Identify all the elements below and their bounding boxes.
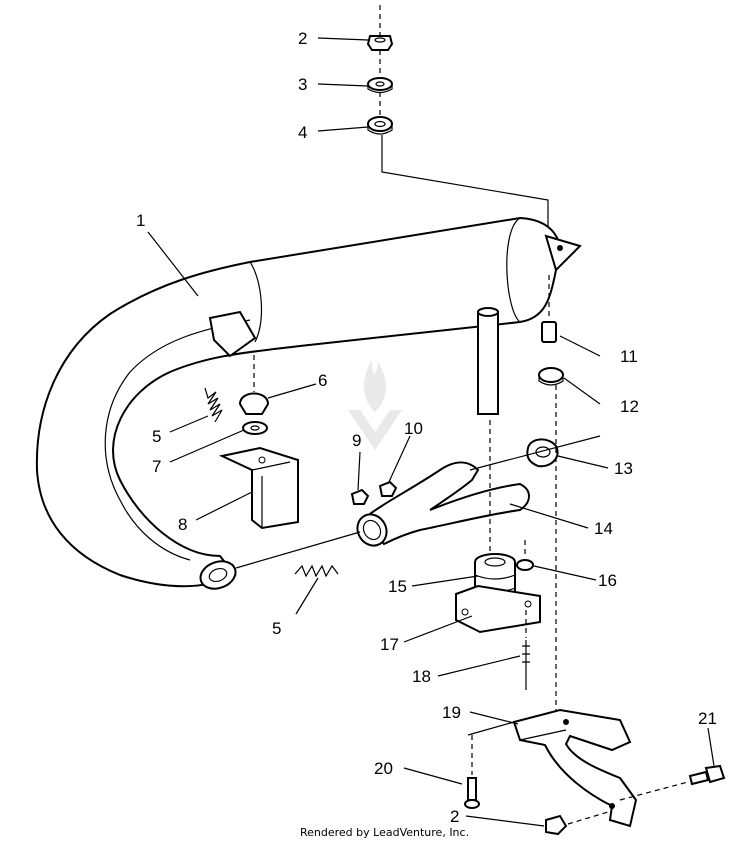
nut-bottom xyxy=(545,811,609,836)
muffler xyxy=(35,216,582,590)
spacer-11 xyxy=(541,275,557,343)
callout-1: 1 xyxy=(136,211,145,230)
grommet-4 xyxy=(367,116,393,135)
callout-7: 7 xyxy=(152,457,161,476)
callout-11: 11 xyxy=(620,347,638,366)
callout-9: 9 xyxy=(352,431,361,450)
callout-6: 6 xyxy=(318,371,327,390)
seal-16 xyxy=(516,540,534,571)
callout-8: 8 xyxy=(178,515,187,534)
callout-labels: 2 3 4 1 6 5 7 8 9 10 11 12 13 14 15 16 1… xyxy=(136,29,717,826)
y-pipe-14 xyxy=(235,461,530,569)
bracket-8 xyxy=(218,446,299,530)
grommet-12 xyxy=(538,367,564,386)
gasket-13 xyxy=(469,435,601,471)
rubber-bumper-6 xyxy=(238,355,270,415)
callout-13: 13 xyxy=(614,459,633,478)
spring-bottom xyxy=(294,564,339,578)
callout-2-bottom: 2 xyxy=(450,807,459,826)
callout-5-top: 5 xyxy=(152,427,161,446)
callout-15: 15 xyxy=(388,577,407,596)
mount-line xyxy=(381,135,549,240)
callout-17: 17 xyxy=(380,635,399,654)
callout-12: 12 xyxy=(620,397,639,416)
washer-3 xyxy=(367,77,393,94)
screw-20 xyxy=(464,721,515,809)
stud-18 xyxy=(522,610,530,690)
nut-9 xyxy=(350,488,370,505)
callout-3: 3 xyxy=(298,75,307,94)
plate-17 xyxy=(455,584,541,634)
callout-19: 19 xyxy=(442,703,461,722)
spring-top xyxy=(204,387,223,423)
watermark xyxy=(348,360,402,450)
callout-18: 18 xyxy=(412,667,431,686)
callout-5-bottom: 5 xyxy=(272,619,281,638)
callout-20: 20 xyxy=(374,759,393,778)
washer-7 xyxy=(242,421,268,435)
callout-14: 14 xyxy=(594,519,613,538)
bracket-19 xyxy=(512,708,638,828)
callout-10: 10 xyxy=(404,419,423,438)
nut-10 xyxy=(378,480,398,497)
callout-4: 4 xyxy=(298,123,307,142)
rendered-by-footer: Rendered by LeadVenture, Inc. xyxy=(300,826,469,839)
bolt-21 xyxy=(619,764,726,801)
callout-21: 21 xyxy=(698,709,717,728)
callout-16: 16 xyxy=(598,571,617,590)
callout-2-top: 2 xyxy=(298,29,307,48)
nut-top xyxy=(366,35,394,51)
leader-lines xyxy=(147,37,715,827)
